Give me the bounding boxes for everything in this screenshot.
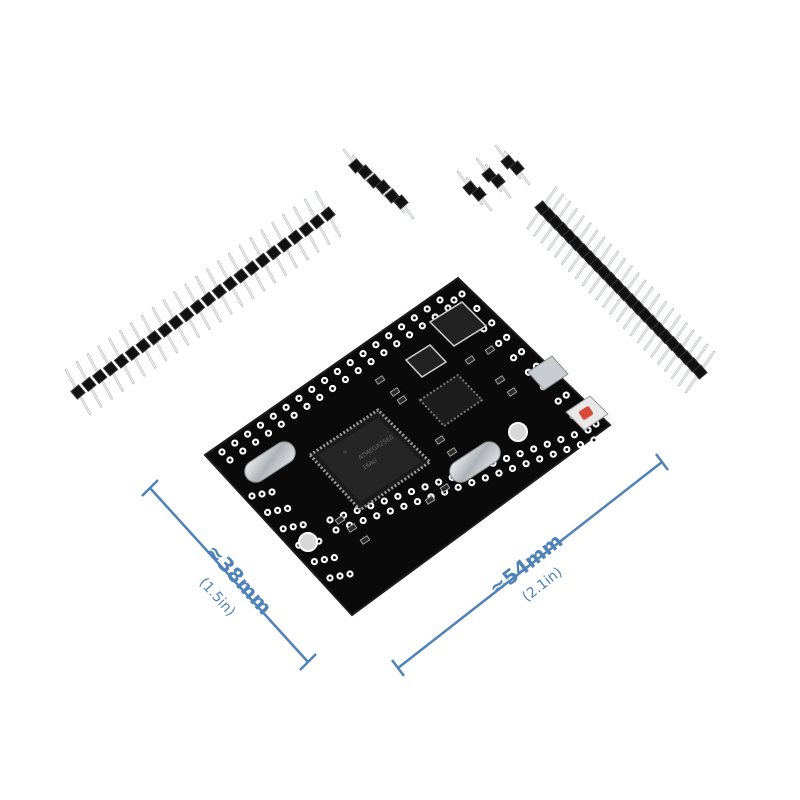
usb-chip [418,373,484,428]
dimension-height [141,479,317,671]
mcu-chip: ATMEGA2560 16AU [307,408,433,512]
pin-header-small-a [342,148,415,220]
voltage-regulator [428,301,488,347]
pin-header-small-b [456,144,531,212]
reset-button [565,395,609,431]
dimension-width [391,453,669,677]
crystal-right [449,441,501,483]
mounting-hole [508,422,528,442]
micro-usb-connector [527,355,569,391]
smd-components [334,345,518,545]
mounting-hole [298,532,318,552]
pcb-board: ATMEGA2560 16AU [203,276,612,617]
crystal-left [244,441,296,483]
voltage-regulator-small [404,344,448,378]
pin-header-right [526,186,716,394]
pin-header-left [64,190,342,416]
